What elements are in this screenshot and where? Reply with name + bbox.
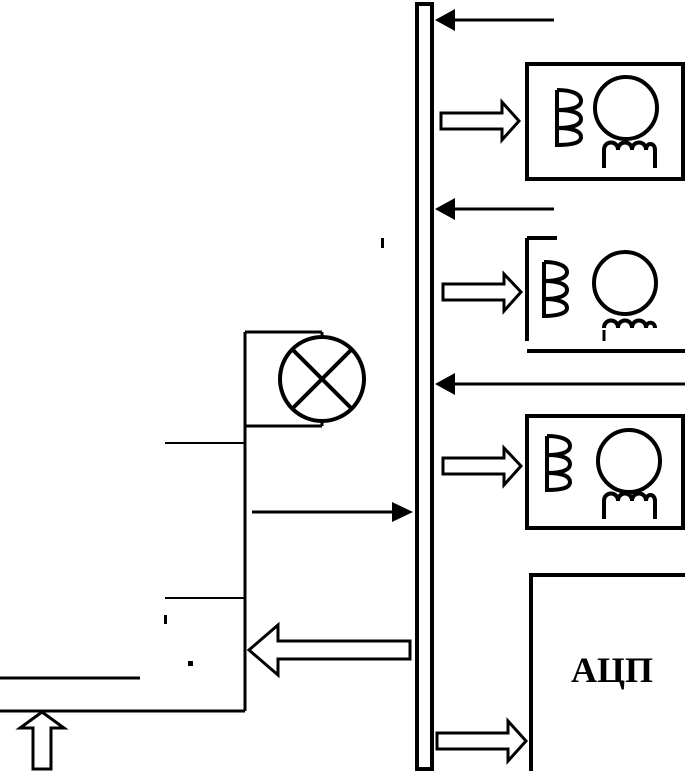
coil-icon bbox=[602, 491, 657, 519]
signal-arrow-to-bus bbox=[252, 502, 413, 522]
adc-block: АЦП bbox=[529, 573, 685, 771]
feedback-arrow-3 bbox=[435, 373, 685, 395]
coil-icon bbox=[545, 434, 573, 493]
hollow-arrow-bus-to-control bbox=[246, 621, 412, 679]
control-arrow-adc bbox=[435, 717, 529, 765]
lamp-icon bbox=[278, 335, 366, 423]
adc-label: АЦП bbox=[571, 650, 653, 690]
motor-icon bbox=[596, 428, 662, 494]
coil-icon bbox=[602, 140, 657, 168]
motor-unit-2 bbox=[525, 236, 685, 353]
vertical-bus-bar bbox=[415, 2, 434, 771]
coil-icon bbox=[555, 88, 584, 148]
hollow-input-arrow-up bbox=[15, 710, 69, 771]
motor-unit-1 bbox=[525, 62, 685, 181]
motor-icon bbox=[592, 250, 658, 316]
scan-artifacts bbox=[0, 238, 384, 680]
control-arrow-motor-2 bbox=[441, 270, 524, 315]
coil-icon bbox=[542, 260, 570, 319]
motor-unit-3 bbox=[525, 414, 685, 530]
control-arrow-motor-1 bbox=[439, 98, 522, 144]
coil-icon bbox=[602, 318, 657, 329]
feedback-arrow-1 bbox=[435, 9, 554, 31]
feedback-arrow-2 bbox=[435, 198, 554, 220]
control-arrow-motor-3 bbox=[441, 444, 524, 489]
motor-icon bbox=[593, 75, 659, 141]
